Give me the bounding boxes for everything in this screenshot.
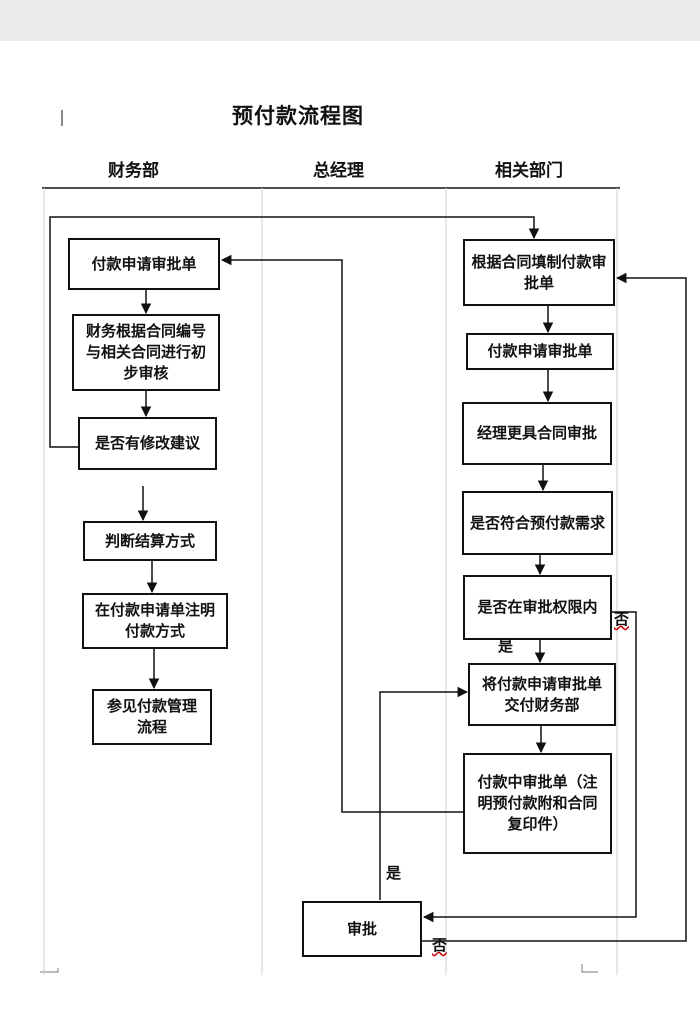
node-dept-meet: 是否符合预付款需求	[462, 491, 613, 555]
page-corner-right	[581, 964, 598, 973]
node-dept-limit: 是否在审批权限内	[463, 575, 612, 640]
node-finance-review: 财务根据合同编号与相关合同进行初步审核	[72, 314, 220, 391]
arrow-limit-no-to-approve	[422, 611, 637, 923]
label-approve-no: 否	[432, 936, 448, 954]
node-finance-apply: 付款申请审批单	[68, 238, 220, 290]
node-dept-manager: 经理更具合同审批	[462, 402, 612, 465]
column-header-finance: 财务部	[108, 161, 159, 181]
arrow-approve-no-to-fill	[422, 272, 687, 942]
top-toolbar-strip	[0, 0, 700, 41]
node-gm-approve: 审批	[302, 901, 422, 957]
arrow-approve-yes-to-submit	[379, 686, 469, 900]
column-header-dept: 相关部门	[495, 161, 563, 181]
arrow-modify-loop-to-fill	[49, 216, 540, 448]
label-limit-yes: 是	[498, 637, 514, 655]
node-dept-apply: 付款申请审批单	[466, 333, 614, 370]
column-header-gm: 总经理	[313, 161, 364, 181]
page-corner-left	[40, 968, 59, 973]
node-dept-fill: 根据合同填制付款审批单	[463, 239, 615, 306]
node-dept-pay: 付款中审批单（注明预付款附和合同复印件）	[463, 753, 612, 854]
node-finance-ref: 参见付款管理流程	[92, 689, 212, 745]
node-finance-note: 在付款申请单注明付款方式	[82, 593, 228, 649]
label-limit-no: 否	[614, 610, 630, 628]
arrow-pay-to-finance-apply	[220, 254, 463, 813]
node-dept-submit: 将付款申请审批单交付财务部	[468, 663, 616, 726]
diagram-title: 预付款流程图	[232, 104, 364, 128]
label-approve-yes: 是	[386, 864, 402, 882]
node-finance-settle: 判断结算方式	[83, 521, 217, 561]
node-finance-modify: 是否有修改建议	[78, 417, 217, 470]
